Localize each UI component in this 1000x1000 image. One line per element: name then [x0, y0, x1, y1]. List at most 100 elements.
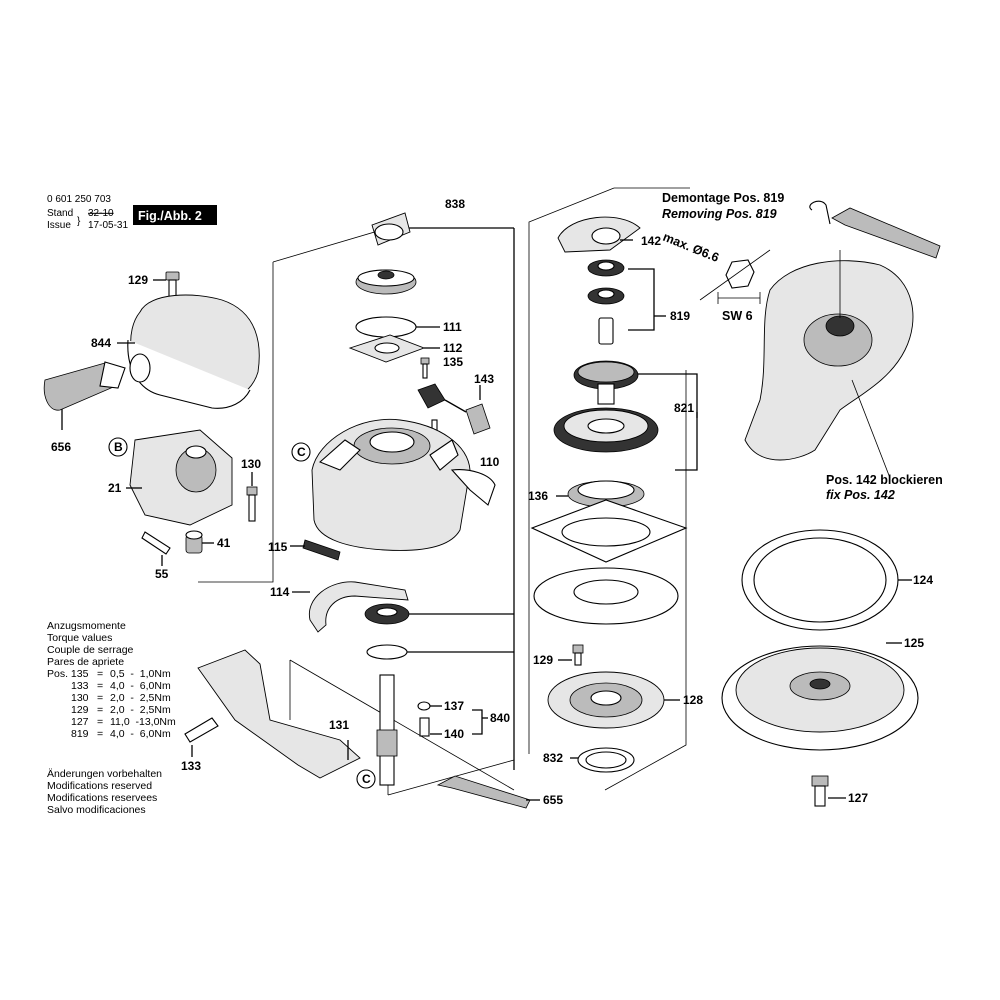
torque-eq: = [97, 716, 103, 728]
hex-nut-detail [699, 249, 771, 304]
issue-label: Issue [47, 220, 71, 231]
note-line: Modifications reservees [47, 792, 157, 804]
hex-key-655 [436, 775, 540, 809]
bracket-840 [472, 709, 488, 735]
sanding-pad-125 [721, 642, 919, 751]
part-label: 115 [268, 540, 288, 554]
torque-range: 4,0 - 6,0Nm [110, 728, 171, 740]
screw-55 [141, 531, 171, 566]
part-label: 821 [674, 401, 694, 415]
cover-844 [117, 294, 260, 409]
label-circle-B [108, 437, 128, 457]
bearing-plate-112 [348, 334, 440, 363]
spring-115 [290, 539, 341, 561]
part-label: 137 [444, 699, 464, 713]
part-label: 130 [241, 457, 261, 471]
screw-129-top [153, 271, 180, 301]
shaft [376, 674, 398, 786]
part-label: 125 [904, 636, 924, 650]
screw-137-140 [417, 701, 442, 737]
screw-133 [184, 717, 219, 757]
part-label: 21 [108, 481, 122, 495]
torque-eq: = [97, 668, 103, 680]
part-label: 133 [181, 759, 201, 773]
part-label: B [114, 440, 123, 454]
note-line: Änderungen vorbehalten [47, 768, 162, 780]
gear-housing-21 [126, 429, 233, 526]
torque-range: 11,0 -13,0Nm [110, 716, 176, 728]
part-label: 819 [670, 309, 690, 323]
tool-head-detail [744, 250, 914, 479]
torque-range: 4,0 - 6,0Nm [110, 680, 171, 692]
part-label: C [362, 772, 371, 786]
torque-pos: 129 [71, 704, 89, 716]
cover-142 [557, 216, 641, 253]
part-label: 136 [528, 489, 548, 503]
stand-label: Stand [47, 208, 73, 219]
sw-label: SW 6 [722, 309, 753, 323]
part-label: 112 [443, 341, 463, 355]
sleeve-819 [598, 317, 614, 345]
brush-holder-143 [417, 383, 491, 435]
torque-pos: 130 [71, 692, 89, 704]
detail-title-de: Demontage Pos. 819 [662, 191, 784, 205]
torque-range: 2,0 - 2,5Nm [110, 692, 171, 704]
part-label: 111 [443, 320, 462, 334]
part-label: 140 [444, 727, 464, 741]
part-label: 55 [155, 567, 169, 581]
circlip [366, 644, 514, 660]
stand-value: 32-10 [88, 208, 114, 219]
block-label-de: Pos. 142 blockieren [826, 473, 943, 487]
torque-eq: = [97, 728, 103, 740]
part-label: 127 [848, 791, 868, 805]
part-label: 135 [443, 355, 463, 369]
part-label: 114 [270, 585, 290, 599]
part-label: 142 [641, 234, 661, 248]
part-label: 840 [490, 711, 510, 725]
bearing-819-mid [587, 287, 625, 305]
seal-110 [450, 469, 496, 506]
part-label: C [297, 445, 306, 459]
brace-icon: } [77, 216, 81, 227]
screw-127 [811, 775, 846, 807]
part-number: 0 601 250 703 [47, 194, 111, 205]
torque-title: Anzugsmomente [47, 620, 126, 632]
torque-eq: = [97, 704, 103, 716]
figure-label-box [133, 205, 217, 225]
part-label: 41 [217, 536, 231, 550]
ring-124 [741, 529, 912, 631]
note-line: Salvo modificaciones [47, 804, 146, 816]
part-label: 129 [128, 273, 148, 287]
screw-130 [246, 472, 258, 522]
clamp-114 [292, 581, 409, 633]
part-label: 844 [91, 336, 111, 350]
flange-plate [533, 567, 679, 625]
bearing-housing-128 [547, 671, 680, 729]
bearing-819-top [587, 259, 625, 277]
torque-range: 0,5 - 1,0Nm [110, 668, 171, 680]
part-label: 143 [474, 372, 494, 386]
label-circle-C-top [291, 442, 311, 462]
part-label: 110 [480, 455, 500, 469]
label-circle-C-bottom [356, 769, 376, 789]
part-label: 656 [51, 440, 71, 454]
torque-eq: = [97, 692, 103, 704]
part-label: 124 [913, 573, 933, 587]
washer-832 [570, 747, 635, 773]
gear-housing-main [311, 418, 471, 551]
part-label: 655 [543, 793, 563, 807]
ring-gear-821 [553, 407, 659, 453]
oring-111 [355, 316, 440, 338]
torque-range: 2,0 - 2,5Nm [110, 704, 171, 716]
torque-title: Pares de apriete [47, 656, 124, 668]
note-line: Modifications reserved [47, 780, 152, 792]
max-diameter-label: max. Ø6.6 [661, 230, 721, 265]
side-handle-131 [197, 649, 361, 779]
cap-838 [371, 212, 411, 246]
torque-title: Torque values [47, 632, 112, 644]
block-label-en: fix Pos. 142 [826, 488, 895, 502]
handle-656 [43, 361, 126, 430]
detail-title-en: Removing Pos. 819 [662, 207, 777, 221]
